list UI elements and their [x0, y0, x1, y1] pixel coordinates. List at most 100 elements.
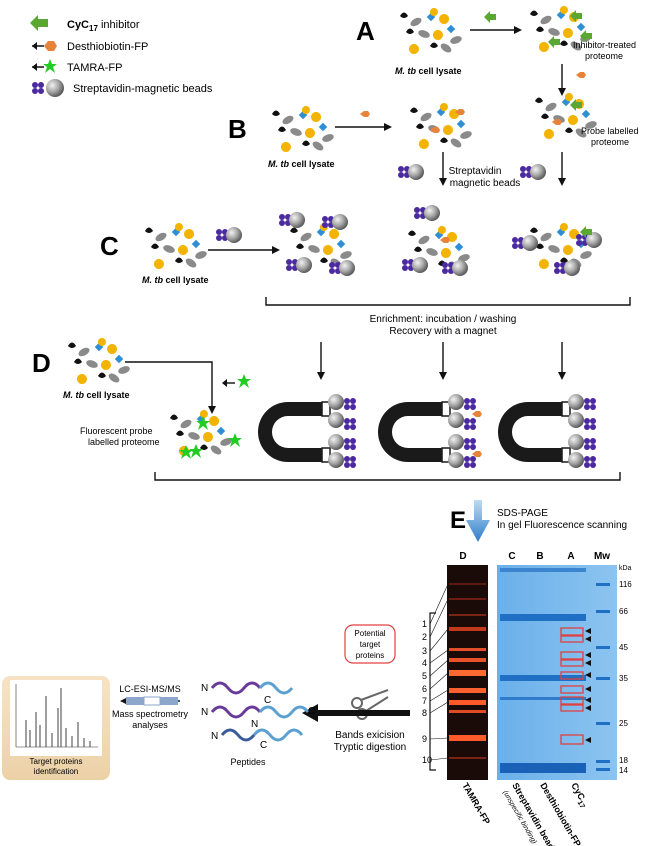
mw-14: 14 [619, 766, 628, 775]
band-number-6: 6 [422, 684, 427, 694]
band-number-2: 2 [422, 632, 427, 642]
band-arrows [585, 628, 591, 743]
band-number-1: 1 [422, 619, 427, 629]
lc-column-icon [120, 696, 180, 706]
panel-b: B M. tb cell lysate Streptavidin magneti… [228, 103, 566, 189]
svg-text:N: N [211, 731, 218, 742]
band-leader-lines [429, 583, 449, 761]
target-label-1: Target proteins [30, 757, 83, 766]
lysate-d-label: M. tb cell lysate [63, 390, 130, 400]
proteome-a [400, 8, 463, 55]
enrichment-label-1: Enrichment: incubation / washing [370, 314, 517, 325]
probe-labelled-label-1: Probe labelled [581, 126, 639, 136]
bands-label-1: Bands exicision [335, 730, 404, 741]
coomassie-gel [497, 565, 617, 780]
svg-text:N: N [201, 683, 208, 694]
lcms-label-2: Mass spectrometry [112, 709, 189, 719]
streptavidin-bead-icon [32, 79, 64, 97]
band-number-9: 9 [422, 734, 427, 744]
lane-header-d: D [459, 551, 466, 562]
lysate-a-label: M. tb cell lysate [395, 66, 462, 76]
panel-e-letter: E [450, 507, 466, 534]
fluorescent-label-2: labelled proteome [88, 437, 160, 447]
mixture-c2 [402, 205, 471, 276]
bottom-label-cyc: CyC17 [567, 781, 591, 810]
panel-e: E SDS-PAGE In gel Fluorescence scanning … [2, 500, 632, 846]
target-label-2: identification [34, 767, 78, 776]
probe-labelled-label-2: proteome [591, 137, 629, 147]
band-number-7: 7 [422, 696, 427, 706]
legend-tamra-label: TAMRA-FP [67, 62, 122, 74]
lcms-label-1: LC-ESI-MS/MS [119, 684, 181, 694]
lane-header-c: C [508, 551, 515, 562]
legend-beads-label: Streptavidin-magnetic beads [73, 83, 213, 95]
panel-c: C M. tb cell lysate Enrichment: incubati… [100, 205, 631, 337]
mw-35: 35 [619, 674, 628, 683]
mw-25: 25 [619, 719, 628, 728]
fluorescent-proteome [170, 410, 242, 459]
magnet-2 [377, 394, 482, 468]
mixture-c1 [279, 212, 355, 276]
peptide-termini: N C N N C N C [201, 683, 315, 751]
potential-label-2: target [360, 640, 381, 649]
potential-target-box: Potential target proteins [344, 624, 396, 664]
svg-text:C: C [260, 740, 267, 751]
band-number-8: 8 [422, 708, 427, 718]
proteome-b [272, 106, 335, 153]
legend: CyC17 inhibitor Desthiobiotin-FP TAMRA-F… [30, 15, 213, 97]
panel-c-letter: C [100, 231, 119, 261]
svg-text:C: C [308, 706, 315, 717]
bands-label-2: Tryptic digestion [334, 742, 406, 753]
fluorescent-gel [447, 565, 488, 780]
svg-text:N: N [201, 707, 208, 718]
band-number-3: 3 [422, 646, 427, 656]
mixture-c3 [512, 223, 602, 276]
peptides [210, 681, 310, 742]
sds-label-1: SDS-PAGE [497, 508, 548, 519]
inhibitor-icon [30, 15, 48, 31]
kda-label: kDa [619, 565, 632, 572]
potential-label-1: Potential [354, 629, 385, 638]
panel-a-letter: A [356, 16, 375, 46]
streptavidin-label-1: Streptavidin [449, 166, 502, 177]
lysate-c-label: M. tb cell lysate [142, 275, 209, 285]
mw-markers: 116 66 45 35 25 18 14 [619, 580, 632, 775]
bottom-label-tamra: TAMRA-FP [460, 781, 492, 826]
inhibitor-step-icon [484, 11, 496, 23]
fluorescent-label-1: Fluorescent probe [80, 426, 153, 436]
potential-label-3: proteins [356, 651, 384, 660]
proteome-c [145, 223, 208, 270]
tamra-probe-icon [32, 59, 57, 73]
magnet-3 [497, 394, 596, 468]
svg-text:C: C [264, 695, 271, 706]
band-number-4: 4 [422, 658, 427, 668]
lysate-b-label: M. tb cell lysate [268, 159, 335, 169]
proteome-d [68, 338, 131, 385]
mass-spectrum [2, 676, 110, 780]
lane-header-mw: Mw [594, 551, 610, 562]
peptides-label: Peptides [230, 757, 266, 767]
magnet-1 [257, 394, 356, 468]
highlighted-bands [560, 627, 584, 745]
svg-text:N: N [251, 719, 258, 730]
legend-inhibitor-label: CyC17 inhibitor [67, 19, 140, 33]
band-number-5: 5 [422, 671, 427, 681]
mw-66: 66 [619, 607, 628, 616]
streptavidin-label-2: magnetic beads [450, 178, 521, 189]
panel-d: D M. tb cell lysate Fluorescent probe la… [32, 338, 621, 481]
band-numbers: 1 2 3 4 5 6 7 8 9 10 [422, 619, 432, 765]
sds-page-arrow [466, 500, 490, 542]
legend-desthiobiotin-label: Desthiobiotin-FP [67, 41, 148, 53]
lane-header-a: A [567, 551, 574, 562]
band-number-10: 10 [422, 755, 432, 765]
mw-45: 45 [619, 643, 628, 652]
desthiobiotin-probe-icon [32, 41, 57, 51]
lane-headers: D C B A Mw [459, 551, 610, 562]
mw-18: 18 [619, 756, 628, 765]
lane-header-b: B [536, 551, 543, 562]
inhibitor-treated-label-1: Inhibitor-treated [573, 40, 636, 50]
big-left-arrow [302, 704, 410, 722]
enrichment-label-2: Recovery with a magnet [389, 326, 496, 337]
panel-d-letter: D [32, 348, 51, 378]
